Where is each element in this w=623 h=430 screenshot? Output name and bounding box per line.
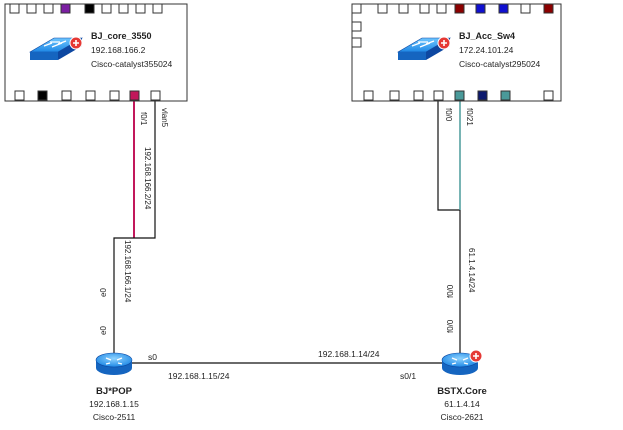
acc-top-ports [351, 3, 554, 14]
router-icon [441, 349, 483, 375]
router-icon [95, 352, 133, 375]
port [543, 3, 554, 14]
acc-switch-node[interactable]: BJ_Acc_Sw4 172.24.101.24 Cisco-catalyst2… [351, 3, 562, 102]
interface-label-vlan5: vlan5 [160, 108, 169, 128]
port [477, 90, 488, 101]
port [475, 3, 486, 14]
port [433, 90, 444, 101]
port [419, 3, 430, 14]
port [498, 3, 509, 14]
interface-label-f00: f0/0 [444, 108, 453, 122]
core-switch-node[interactable]: BJ_core_3550 192.168.166.2 Cisco-catalys… [4, 3, 188, 102]
port [436, 3, 447, 14]
device-ip: 192.168.1.15 [89, 399, 139, 409]
port [389, 90, 400, 101]
pop-router-node[interactable]: BJ*POP 192.168.1.15 Cisco-2511 [89, 352, 139, 422]
acc-side-ports [351, 21, 362, 48]
core-top-ports [9, 3, 163, 14]
port [109, 90, 120, 101]
port [351, 3, 362, 14]
port [9, 3, 20, 14]
port [150, 90, 161, 101]
port [543, 90, 554, 101]
port [60, 3, 71, 14]
port [118, 3, 129, 14]
interface-label-s0: s0 [148, 352, 157, 362]
link-ip-label: 192.168.1.14/24 [318, 349, 380, 359]
port [351, 37, 362, 48]
link-ip-label: 192.168.1.15/24 [168, 371, 230, 381]
device-name: BSTX.Core [437, 386, 487, 397]
interface-label-f01: f0/1 [139, 112, 148, 126]
link-ip-label: 192.168.166.1/24 [123, 240, 132, 303]
link-core-to-pop[interactable] [113, 100, 156, 356]
port [363, 90, 374, 101]
core-router-node[interactable]: BSTX.Core 61.1.4.14 Cisco-2621 [437, 349, 487, 422]
port [454, 3, 465, 14]
port [152, 3, 163, 14]
interface-label-f00: f0/0 [446, 319, 455, 333]
device-ip: 172.24.101.24 [459, 45, 514, 55]
switch-icon [28, 36, 84, 60]
link-ip-label: 192.168.166.2/24 [143, 147, 152, 210]
acc-link-f00 [437, 100, 460, 211]
add-badge-icon [469, 349, 483, 363]
port [26, 3, 37, 14]
port [454, 90, 465, 101]
port [43, 3, 54, 14]
interface-label-f021: f0/21 [465, 108, 474, 126]
port [135, 3, 146, 14]
device-name: BJ_core_3550 [91, 31, 152, 41]
port [500, 90, 511, 101]
port [84, 3, 95, 14]
device-model: Cisco-catalyst295024 [459, 59, 541, 69]
device-name: BJ*POP [96, 386, 133, 397]
port [101, 3, 112, 14]
interface-label-s01: s0/1 [400, 371, 416, 381]
device-model: Cisco-2621 [441, 412, 484, 422]
port [129, 90, 140, 101]
core-link-path [113, 100, 156, 356]
port [14, 90, 25, 101]
port [351, 21, 362, 32]
interface-label-e0: e0 [99, 288, 108, 297]
device-ip: 192.168.166.2 [91, 45, 146, 55]
device-model: Cisco-2511 [93, 412, 136, 422]
switch-icon [396, 36, 452, 60]
port [520, 3, 531, 14]
port [413, 90, 424, 101]
core-bottom-ports [14, 90, 161, 101]
port [398, 3, 409, 14]
link-acc-to-bstx[interactable] [437, 100, 461, 356]
port [61, 90, 72, 101]
interface-label-e0: e0 [99, 326, 108, 335]
device-ip: 61.1.4.14 [444, 399, 480, 409]
device-name: BJ_Acc_Sw4 [459, 31, 515, 41]
port [85, 90, 96, 101]
device-model: Cisco-catalyst355024 [91, 59, 173, 69]
port [37, 90, 48, 101]
add-badge-icon [437, 36, 451, 50]
port [377, 3, 388, 14]
interface-label-f00: f0/0 [446, 284, 455, 298]
link-ip-label: 61.1.4.14/24 [467, 248, 476, 293]
acc-bottom-ports [363, 90, 554, 101]
add-badge-icon [69, 36, 83, 50]
